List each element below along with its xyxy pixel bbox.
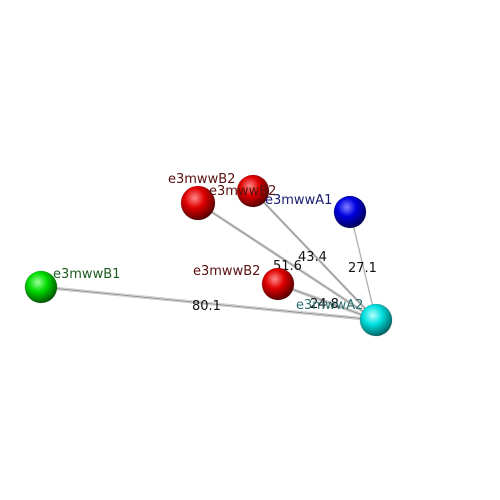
edge-stroke — [252, 190, 377, 321]
edge-b2b-a2 — [252, 189, 377, 322]
edge-labels-layer: 80.151.643.427.124.8 — [192, 250, 377, 314]
node-sphere — [333, 195, 367, 229]
edge-stroke — [252, 191, 377, 322]
edge-stroke — [277, 282, 377, 320]
edge-stroke — [197, 202, 377, 321]
node-label: e3mwwB1 — [53, 267, 120, 282]
node-b2c — [180, 185, 216, 221]
edge-label: 24.8 — [310, 297, 339, 312]
edge-stroke — [40, 287, 377, 322]
node-b2b — [236, 174, 270, 208]
edge-stroke — [277, 284, 377, 322]
edge-stroke — [40, 285, 377, 320]
edge-stroke — [40, 286, 377, 321]
edge-b2a-a2 — [277, 282, 377, 322]
edge-stroke — [277, 283, 377, 321]
edge-stroke — [197, 201, 377, 320]
node-b2a — [261, 267, 295, 301]
edge-b2c-a2 — [197, 201, 377, 322]
node-label: e3mwwA2 — [296, 298, 363, 313]
node-a1 — [333, 195, 367, 229]
edges-layer — [40, 189, 377, 322]
node-sphere — [359, 303, 393, 337]
edge-label: 80.1 — [192, 299, 221, 314]
edge-label: 27.1 — [348, 261, 377, 276]
edge-stroke — [197, 203, 377, 322]
node-label: e3mwwB2 — [209, 184, 276, 199]
node-b1 — [24, 270, 58, 304]
edge-a1-a2 — [349, 210, 377, 322]
node-label: e3mwwA1 — [265, 193, 332, 208]
edge-label: 43.4 — [298, 250, 327, 265]
node-sphere — [180, 185, 216, 221]
node-sphere — [236, 174, 270, 208]
node-sphere — [261, 267, 295, 301]
node-label: e3mwwB2 — [193, 264, 260, 279]
node-a2 — [359, 303, 393, 337]
edge-stroke — [252, 189, 377, 320]
node-label: e3mwwB2 — [168, 172, 235, 187]
edge-stroke — [349, 213, 377, 322]
node-labels-layer: e3mwwA2e3mwwA1e3mwwB2e3mwwB2e3mwwB2e3mww… — [53, 172, 363, 313]
nodes-layer — [24, 174, 393, 337]
edge-b1-a2 — [40, 285, 377, 322]
node-sphere — [24, 270, 58, 304]
